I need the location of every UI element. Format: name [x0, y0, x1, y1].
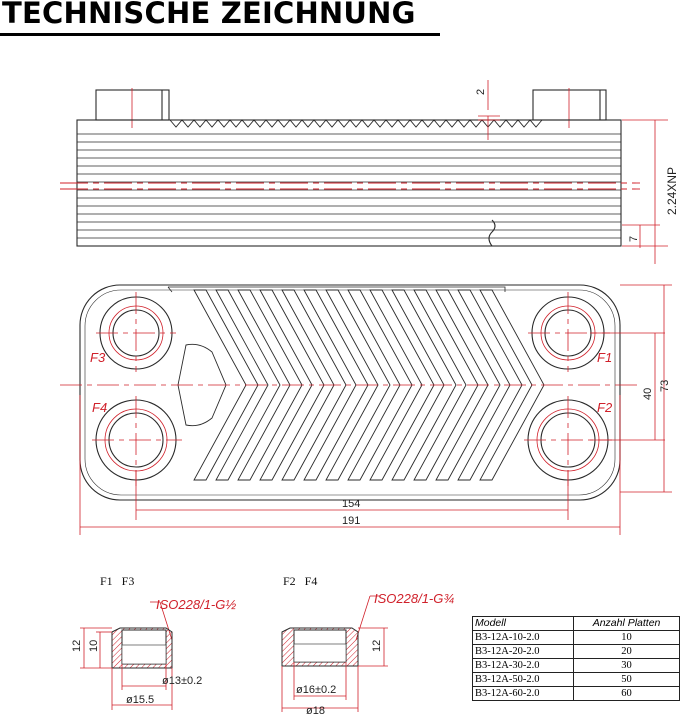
model-cell: B3-12A-10-2.0 — [471, 630, 575, 645]
model-cell: B3-12A-50-2.0 — [471, 672, 575, 687]
table-row: B3-12A-20-2.0 20 — [471, 644, 680, 659]
detail-left-ports: F1 F3 — [100, 574, 134, 588]
table-row: B3-12A-50-2.0 50 — [471, 672, 680, 687]
detail-right-outer-diameter: ø18 — [306, 705, 325, 717]
break-mark — [488, 219, 496, 247]
dim-base-label: 7 — [628, 236, 640, 242]
plates-column-header: Anzahl Platten — [573, 616, 680, 631]
port-f2-label: F2 — [597, 400, 613, 415]
plate-stack-lines — [77, 133, 621, 239]
front-plate-outline — [79, 284, 621, 501]
front-center-lines — [60, 292, 640, 486]
side-connection-left — [95, 89, 170, 121]
page-title: TECHNISCHE ZEICHNUNG — [2, 0, 416, 30]
detail-left-inner-diameter: ø13±0.2 — [162, 675, 202, 687]
table-row: B3-12A-30-2.0 30 — [471, 658, 680, 673]
front-view — [79, 284, 621, 501]
detail-left-thread: ISO228/1-G½ — [156, 597, 236, 612]
model-table-header-row: Modell Anzahl Platten — [471, 616, 680, 631]
dim-port-spacing-width: 154 — [342, 498, 360, 510]
plates-cell: 50 — [573, 672, 680, 687]
detail-right-thread: ISO228/1-G¾ — [374, 591, 454, 606]
detail-right-fitting — [281, 627, 359, 667]
gasket-pocket — [177, 343, 227, 427]
side-connection-right — [532, 89, 607, 121]
plates-cell: 10 — [573, 630, 680, 645]
dim-stack-height-label: 2.24XNP — [665, 167, 679, 215]
port-f4-label: F4 — [92, 400, 107, 415]
model-table: Modell Anzahl Platten B3-12A-10-2.0 10 B… — [471, 616, 680, 701]
detail-left-fitting — [111, 627, 173, 669]
detail-right-height: 12 — [371, 640, 383, 652]
model-cell: B3-12A-20-2.0 — [471, 644, 575, 659]
table-row: B3-12A-60-2.0 60 — [471, 686, 680, 701]
port-f1-label: F1 — [597, 350, 612, 365]
detail-right-ports: F2 F4 — [283, 574, 317, 588]
dim-total-width: 191 — [342, 515, 360, 527]
dim-port-spacing-height: 40 — [642, 388, 654, 400]
detail-right-dims — [281, 627, 388, 712]
front-dimensions — [79, 284, 672, 535]
plates-cell: 20 — [573, 644, 680, 659]
dim-total-height: 73 — [659, 380, 671, 392]
port-f3-label: F3 — [90, 350, 106, 365]
plates-cell: 30 — [573, 658, 680, 673]
detail-left-height-outer: 12 — [71, 640, 83, 652]
model-column-header: Modell — [471, 616, 575, 631]
model-cell: B3-12A-60-2.0 — [471, 686, 575, 701]
model-cell: B3-12A-30-2.0 — [471, 658, 575, 673]
detail-right-inner-diameter: ø16±0.2 — [296, 684, 336, 696]
detail-left-height-inner: 10 — [88, 640, 100, 652]
side-view — [76, 88, 622, 247]
side-dimensions — [478, 80, 668, 264]
table-row: B3-12A-10-2.0 10 — [471, 630, 680, 645]
plates-cell: 60 — [573, 686, 680, 701]
title-underline — [0, 33, 440, 36]
detail-left-dims — [80, 627, 173, 710]
dim-gap-label: 2 — [475, 89, 487, 95]
plate-zigzag — [169, 119, 543, 128]
detail-left-outer-diameter: ø15.5 — [126, 694, 154, 706]
